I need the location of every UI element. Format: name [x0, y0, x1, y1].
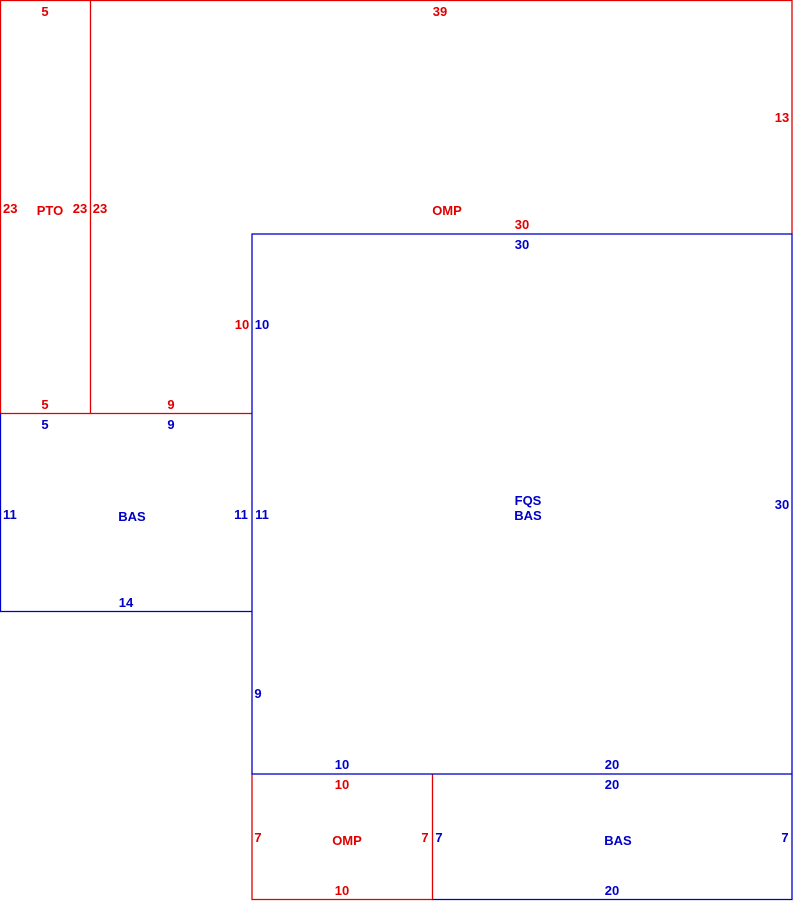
- omp-lower-left-dim: 7: [254, 830, 261, 845]
- bas-left-top-right-dim: 9: [167, 417, 174, 432]
- fqs-bas-area-code: BAS: [514, 508, 542, 523]
- bas-lower-left-dim: 7: [435, 830, 442, 845]
- bas-left-bottom-dim: 14: [119, 595, 134, 610]
- bas-lower-outline: [432, 774, 793, 901]
- bas-lower-area-code: BAS: [604, 833, 632, 848]
- bas-left-outline: [0, 413, 252, 613]
- pto-top-dim: 5: [41, 4, 48, 19]
- omp-upper-step-dim: 10: [235, 317, 249, 332]
- omp-lower-right-dim: 7: [421, 830, 428, 845]
- fqs-bas-bottom-right-dim: 20: [605, 757, 619, 772]
- bas-lower-top-dim: 20: [605, 777, 619, 792]
- bas-lower-bottom-dim: 20: [605, 883, 619, 898]
- bas-left-top-left-dim: 5: [41, 417, 48, 432]
- omp-upper-area-code: OMP: [432, 203, 462, 218]
- fqs-bas-left-upper-dim: 10: [255, 317, 269, 332]
- fqs-bas-left-lower-dim: 9: [254, 686, 261, 701]
- omp-lower-bottom-dim: 10: [335, 883, 349, 898]
- omp-upper-outline: [0, 0, 793, 414]
- omp-lower-top-dim: 10: [335, 777, 349, 792]
- omp-upper-left-dim: 23: [93, 201, 107, 216]
- omp-upper-right-dim: 13: [775, 110, 789, 125]
- pto-right-dim: 23: [73, 201, 87, 216]
- fqs-bas-left-middle-dim: 11: [255, 507, 269, 522]
- fqs-bas-top-dim: 30: [515, 237, 529, 252]
- omp-upper-bottom-right-dim: 30: [515, 217, 529, 232]
- bas-left-right-dim: 11: [234, 507, 248, 522]
- bas-left-area-code: BAS: [118, 509, 146, 524]
- fqs-bas-bottom-left-dim: 10: [335, 757, 349, 772]
- omp-lower-outline: [251, 774, 434, 901]
- pto-left-dim: 23: [3, 201, 17, 216]
- fqs-bas-right-dim: 30: [775, 497, 789, 512]
- fqs-bas-outline: [251, 233, 793, 775]
- blue-outlines: [0, 233, 793, 901]
- omp-lower-area-code: OMP: [332, 833, 362, 848]
- pto-bottom-dim: 5: [41, 397, 48, 412]
- omp-upper-bottom-left-dim: 9: [167, 397, 174, 412]
- pto-area-code: PTO: [37, 203, 64, 218]
- bas-lower-right-dim: 7: [781, 830, 788, 845]
- fqs-area-code: FQS: [515, 493, 542, 508]
- red-outlines: [0, 0, 793, 901]
- omp-upper-top-dim: 39: [433, 4, 447, 19]
- bas-left-left-dim: 11: [3, 507, 17, 522]
